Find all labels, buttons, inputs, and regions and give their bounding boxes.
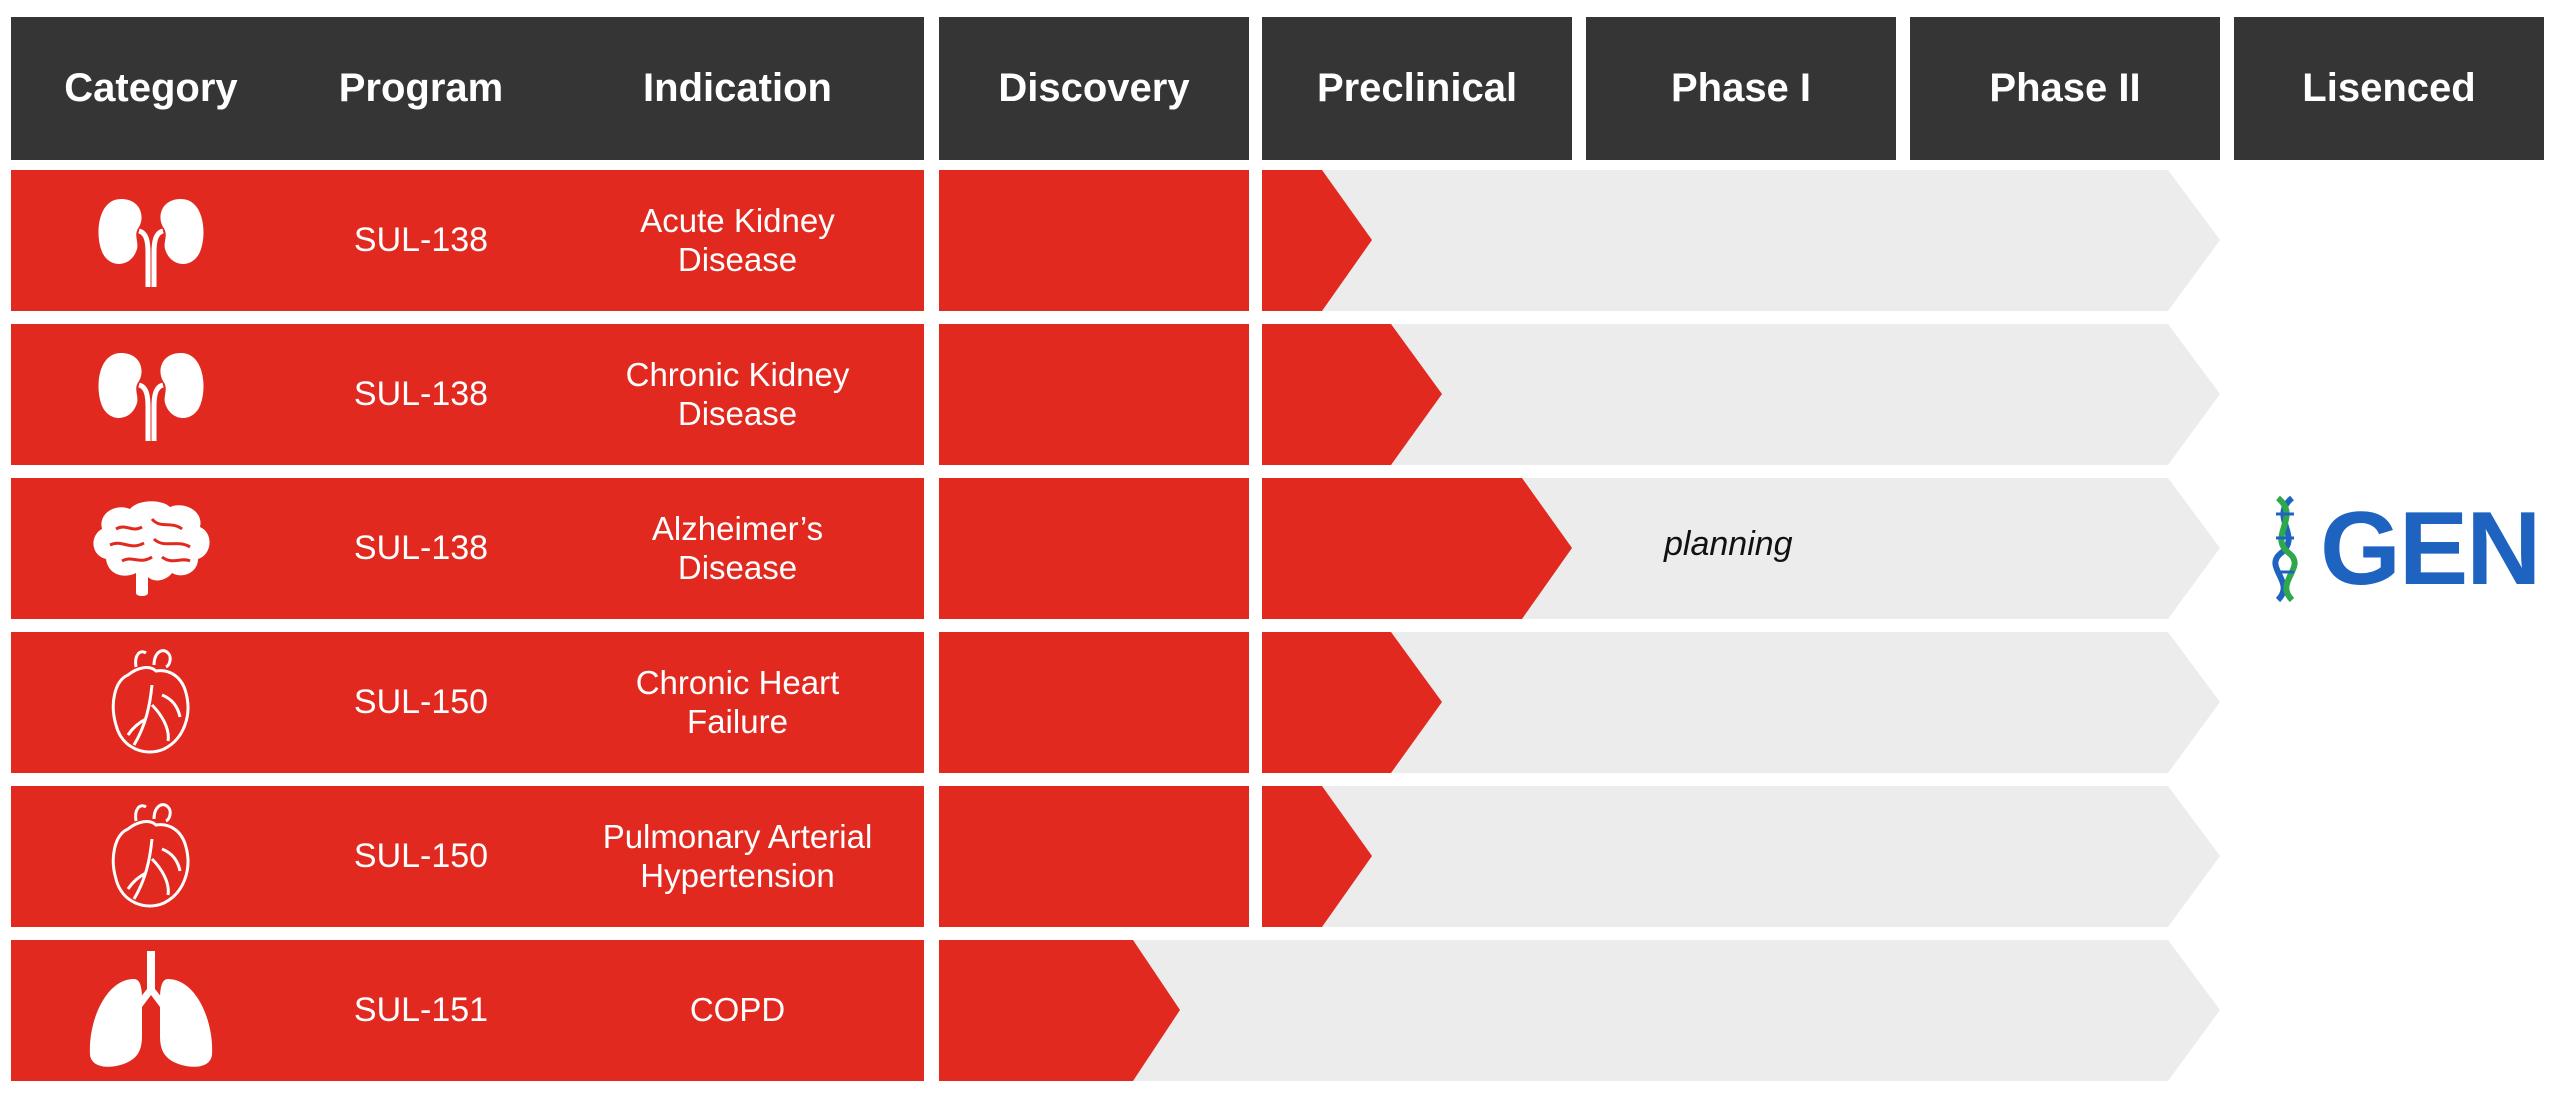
indication-line2: Disease — [677, 394, 798, 432]
kidney-icon — [11, 324, 291, 465]
indication-line1: Alzheimer’s — [651, 509, 824, 547]
progress-arrow — [939, 940, 1180, 1081]
progress-arrow — [1262, 478, 1572, 619]
gen-logo: GEN — [2258, 494, 2541, 604]
brain-icon — [11, 478, 291, 619]
heart-icon — [11, 786, 291, 927]
header-phase2: Phase II — [1910, 17, 2220, 160]
header-left: Category Program Indication — [11, 17, 924, 160]
discovery-bar — [939, 478, 1249, 619]
indication-line1: Chronic Kidney — [625, 355, 850, 393]
indication-line2: Failure — [687, 702, 788, 740]
program-label: SUL-151 — [353, 991, 489, 1030]
progress-track: planning — [1262, 478, 2220, 619]
row-info: SUL-151 COPD — [11, 940, 924, 1081]
header-phase1: Phase I — [1586, 17, 1896, 160]
program-label: SUL-150 — [353, 683, 489, 722]
progress-arrow — [1262, 324, 1442, 465]
heart-icon — [11, 632, 291, 773]
header-category: Category — [64, 66, 238, 110]
progress-track — [1262, 632, 2220, 773]
indication-line2: Hypertension — [640, 856, 835, 894]
progress-track — [1262, 786, 2220, 927]
dna-icon — [2272, 496, 2298, 602]
progress-arrow — [1262, 632, 1442, 773]
program-label: SUL-138 — [353, 375, 489, 414]
progress-arrow — [1262, 170, 1372, 311]
indication-line2: Disease — [677, 548, 798, 586]
indication-line2: Disease — [677, 240, 798, 278]
lungs-icon — [11, 940, 291, 1081]
stage-note: planning — [1664, 525, 1793, 563]
progress-track — [1262, 324, 2220, 465]
progress-track — [939, 940, 2220, 1081]
discovery-bar — [939, 632, 1249, 773]
header-indication: Indication — [643, 66, 832, 110]
indication-line1: Chronic Heart — [635, 663, 840, 701]
indication-line1: COPD — [689, 991, 786, 1029]
program-label: SUL-138 — [353, 529, 489, 568]
discovery-bar — [939, 324, 1249, 465]
header-preclinical: Preclinical — [1262, 17, 1572, 160]
logo-text: GEN — [2320, 491, 2541, 607]
indication-label: COPD — [551, 940, 924, 1081]
header-discovery: Discovery — [939, 17, 1249, 160]
progress-arrow — [1262, 786, 1372, 927]
indication-line1: Acute Kidney — [640, 201, 835, 239]
discovery-bar — [939, 170, 1249, 311]
progress-track — [1262, 170, 2220, 311]
header-program: Program — [338, 66, 504, 110]
discovery-bar — [939, 786, 1249, 927]
indication-line1: Pulmonary Arterial — [602, 817, 873, 855]
program-label: SUL-150 — [353, 837, 489, 876]
header-licensed: Lisenced — [2234, 17, 2544, 160]
program-label: SUL-138 — [353, 221, 489, 260]
kidney-icon — [11, 170, 291, 311]
